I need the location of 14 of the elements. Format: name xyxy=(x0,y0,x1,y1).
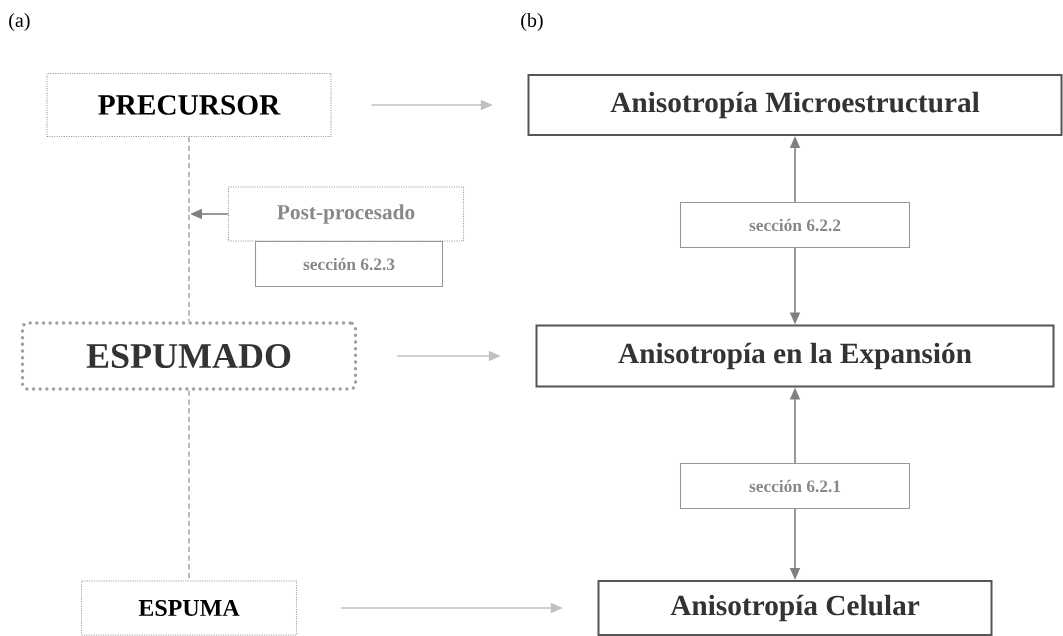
panel-label: (a) xyxy=(9,12,30,32)
section-box: sección 6.2.2 xyxy=(679,201,911,249)
section-box: sección 6.2.1 xyxy=(679,462,911,510)
anisotropy-box: Anisotropía en la Expansión xyxy=(535,324,1055,388)
stage-box: PRECURSOR xyxy=(46,72,332,138)
anisotropy-box: Anisotropía Microestructural xyxy=(527,74,1063,136)
stage-box: ESPUMADO xyxy=(20,321,358,391)
stage-box: ESPUMA xyxy=(80,580,298,636)
dashed-line xyxy=(188,390,190,581)
section-box: sección 6.2.3 xyxy=(254,240,444,288)
panel-label: (b) xyxy=(521,12,543,32)
dashed-line xyxy=(188,136,190,322)
stage-box: Post-procesado xyxy=(227,186,465,242)
anisotropy-box: Anisotropía Celular xyxy=(597,580,993,636)
